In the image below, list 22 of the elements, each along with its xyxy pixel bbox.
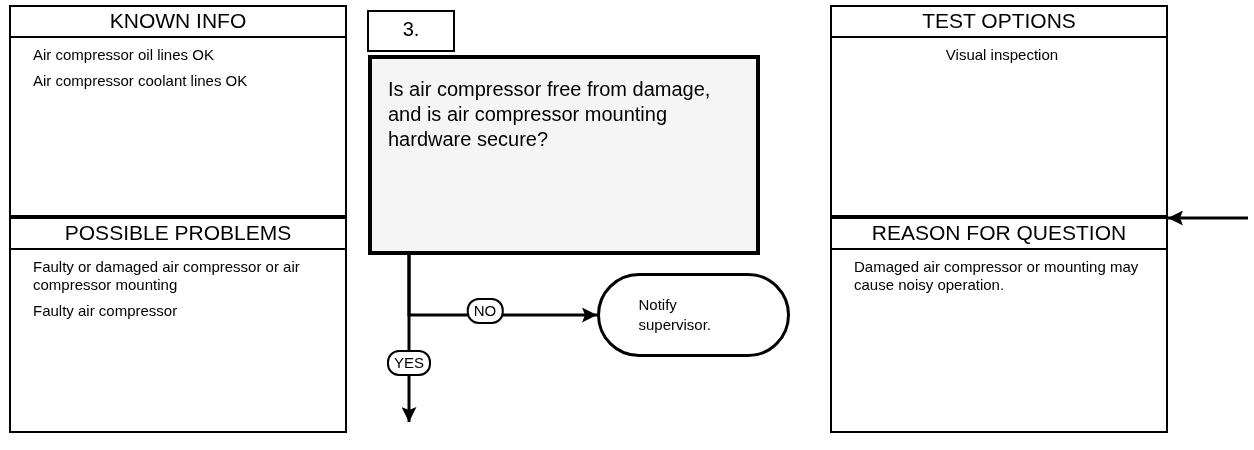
question-box	[368, 55, 760, 255]
info-panel	[9, 217, 347, 433]
panel-text: Faulty air compressor	[33, 302, 179, 320]
panel-text: Visual inspection	[944, 46, 1060, 64]
terminal-text: Notify supervisor.	[638, 295, 713, 335]
panel-heading: TEST OPTIONS	[832, 7, 1166, 38]
panel-heading: KNOWN INFO	[11, 7, 345, 38]
panel-text: Air compressor coolant lines OK	[33, 72, 249, 90]
panel-heading: REASON FOR QUESTION	[832, 219, 1166, 250]
panel-text: Damaged air compressor or mounting may cause noisy operation.	[854, 258, 1140, 294]
panel-heading: POSSIBLE PROBLEMS	[11, 219, 345, 250]
question-text: Is air compressor free from damage, and is air compressor mounting hardware secure?	[388, 77, 712, 152]
step-number: 3.	[401, 18, 421, 41]
panel-text: Faulty or damaged air compressor or air compressor mounting	[33, 258, 301, 294]
edge-label: YES	[387, 350, 431, 376]
info-panel	[830, 217, 1168, 433]
arrow	[1168, 210, 1248, 226]
panel-text: Air compressor oil lines OK	[33, 46, 215, 64]
info-panel	[830, 5, 1168, 217]
info-panel	[9, 5, 347, 217]
edge-label: NO	[466, 298, 504, 324]
step-box	[367, 10, 455, 52]
